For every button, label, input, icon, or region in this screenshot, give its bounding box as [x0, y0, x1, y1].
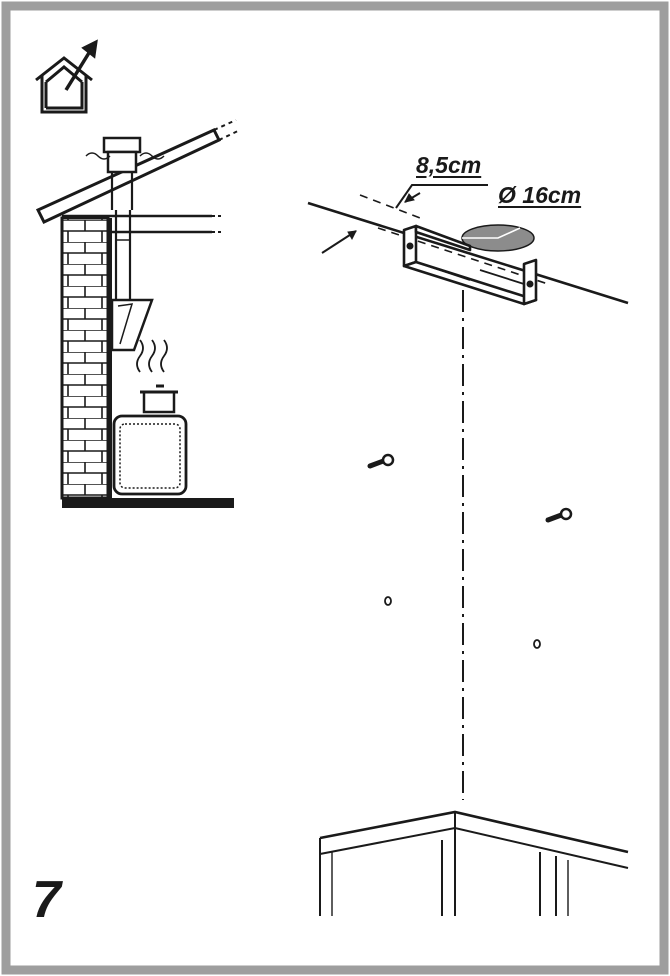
duct-pipe	[114, 210, 132, 300]
ceiling-mount-illustration	[307, 184, 629, 916]
ceiling-line	[307, 201, 629, 305]
step-number: 7	[32, 871, 61, 929]
cooker-unit	[112, 414, 188, 496]
bracket-depth-label: 8,5cm	[416, 152, 482, 178]
hole-right	[533, 639, 541, 649]
screw-right	[545, 507, 573, 523]
cooking-pot	[140, 384, 178, 414]
chimney-outlet	[85, 136, 165, 210]
house-section-illustration	[35, 119, 241, 508]
brick-wall	[60, 216, 110, 500]
floor	[62, 498, 234, 508]
hole-left	[384, 596, 392, 606]
duct-diameter-label: Ø 16cm	[498, 182, 582, 208]
wall-cabinet	[319, 810, 629, 916]
screw-left	[367, 453, 395, 469]
house-outlet-arrow-icon	[35, 39, 98, 114]
mounting-bracket	[402, 224, 538, 306]
